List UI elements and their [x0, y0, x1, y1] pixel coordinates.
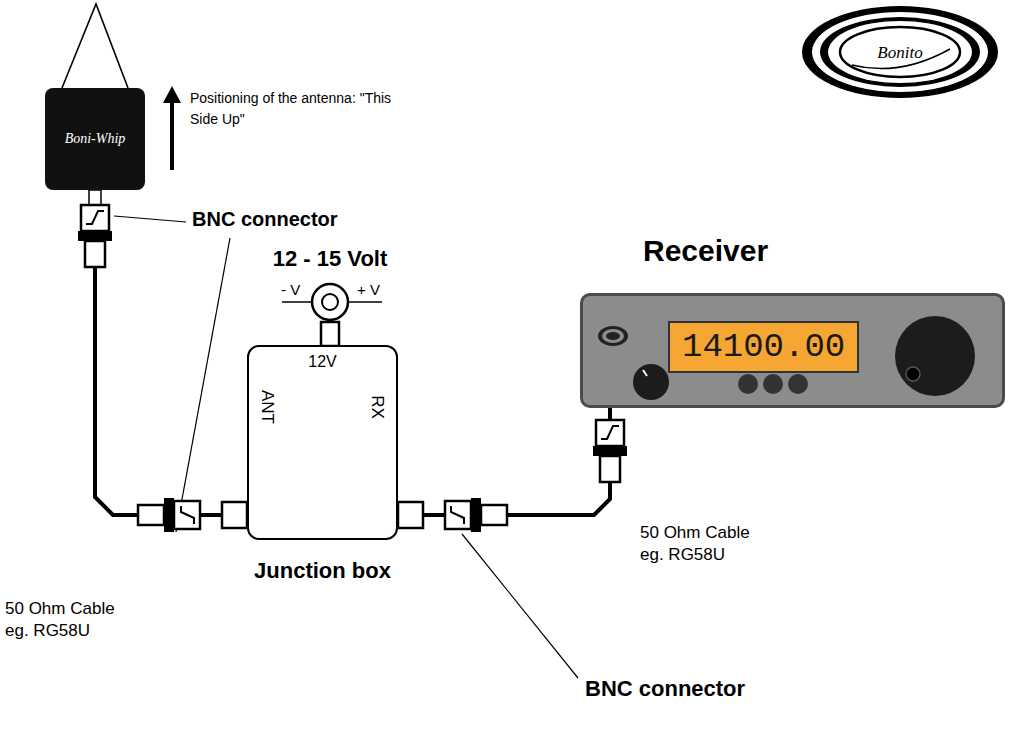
bayonet-slot	[181, 506, 194, 524]
orientation-note: Positioning of the antenna: "This Side U…	[190, 88, 395, 130]
plug-head	[81, 205, 109, 231]
bnc-plug	[78, 205, 112, 267]
whip-element	[62, 4, 128, 88]
mini-logo	[606, 332, 620, 340]
power-socket	[321, 322, 339, 346]
mini-logo	[598, 326, 628, 346]
cable-note: 50 Ohm Cable eg. RG58U	[640, 522, 765, 566]
bnc-port	[398, 502, 423, 528]
logo-ring	[802, 6, 998, 98]
node-text: 12 - 15 Volt	[273, 246, 388, 272]
polarity-lead	[349, 301, 382, 303]
antenna-stub	[89, 190, 101, 205]
push-button	[738, 374, 758, 394]
push-button	[788, 374, 808, 394]
leader-line	[114, 216, 186, 222]
plug-body	[85, 241, 105, 267]
logo-badge: Bonito	[800, 5, 1000, 100]
frequency-display: 14100.00	[668, 321, 859, 373]
logo-core	[840, 27, 960, 77]
logo-ring	[812, 12, 988, 92]
cable-note: 50 Ohm Cable eg. RG58U	[5, 598, 130, 642]
antenna-box: Boni-Whip	[45, 88, 145, 190]
node-text: Junction box	[254, 558, 391, 584]
leader-line	[176, 238, 230, 532]
logo-ring	[820, 17, 980, 87]
bayonet-slot	[601, 426, 619, 439]
coax-cable	[95, 190, 247, 515]
node-text: 12V	[308, 353, 336, 371]
plug-head	[174, 501, 200, 529]
node-text: RX	[367, 395, 387, 419]
plug-head	[445, 501, 471, 529]
junction-box: 12VANTRXJunction box	[247, 345, 398, 540]
orientation-arrow	[170, 100, 174, 170]
bnc-plug	[593, 420, 627, 482]
logo-ring	[828, 21, 972, 83]
plug-head	[596, 420, 624, 446]
volume-knob	[633, 364, 669, 400]
orientation-arrowhead	[163, 86, 181, 103]
mini-logo	[602, 329, 624, 343]
plug-collar	[593, 446, 627, 456]
power-jack-symbol	[310, 282, 350, 322]
plug-body	[481, 505, 507, 525]
plug-collar	[164, 498, 174, 532]
plug-body	[600, 456, 620, 482]
tuning-knob	[895, 316, 975, 396]
connector-callout: BNC connector	[192, 208, 338, 231]
plug-body	[138, 505, 164, 525]
knob-tick	[643, 370, 647, 376]
connector-callout: BNC connector	[585, 676, 745, 702]
power-jack: 12 - 15 Volt	[310, 282, 350, 322]
bnc-port	[222, 502, 247, 528]
bnc-plug	[445, 498, 507, 532]
jack-pin	[322, 294, 338, 310]
node-text: 14100.00	[682, 325, 845, 369]
knob-dimple	[906, 367, 920, 381]
jack-ring	[312, 284, 348, 320]
plug-collar	[78, 231, 112, 241]
receiver-panel: Receiver14100.00	[580, 293, 1005, 408]
plug-collar	[471, 498, 481, 532]
polarity-label: - V	[281, 281, 300, 298]
bayonet-slot	[451, 506, 464, 524]
node-text: Receiver	[643, 234, 768, 268]
node-text: Bonito	[877, 43, 922, 63]
polarity-label: + V	[357, 281, 380, 298]
bnc-plug	[138, 498, 200, 532]
leader-line	[462, 534, 578, 678]
polarity-lead	[282, 301, 311, 303]
push-button	[763, 374, 783, 394]
coax-cable	[398, 408, 610, 515]
bayonet-slot	[86, 211, 104, 224]
node-text: ANT	[257, 390, 277, 424]
node-text: Boni-Whip	[65, 131, 126, 147]
